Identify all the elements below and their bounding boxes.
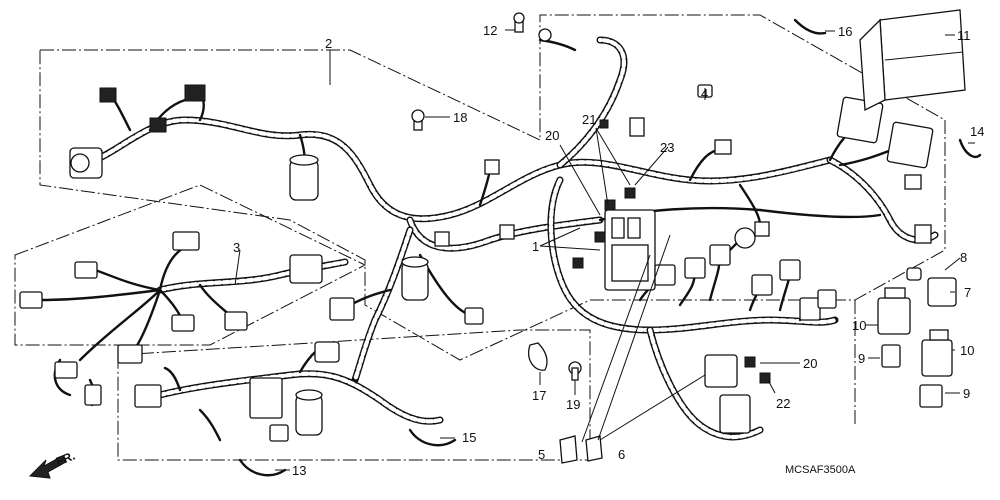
callout-12: 12 <box>483 23 497 38</box>
callout-10a: 10 <box>852 318 866 333</box>
callout-9b: 9 <box>963 386 970 401</box>
diagram-code: MCSAF3500A <box>785 464 856 476</box>
callout-6: 6 <box>618 447 625 462</box>
callout-2: 2 <box>325 36 332 51</box>
callout-18: 18 <box>453 110 467 125</box>
callout-20b: 20 <box>803 356 817 371</box>
sub-wire-harness-bottom <box>134 341 444 442</box>
callout-13: 13 <box>292 463 306 478</box>
callout-14: 14 <box>970 124 984 139</box>
callout-4: 4 <box>701 86 708 101</box>
callout-7: 7 <box>964 285 971 300</box>
callout-23: 23 <box>660 140 674 155</box>
fuse-box-harness <box>547 176 839 441</box>
callout-15: 15 <box>462 430 476 445</box>
callout-17: 17 <box>532 388 546 403</box>
callout-8: 8 <box>960 250 967 265</box>
callout-21: 21 <box>582 112 596 127</box>
callout-10b: 10 <box>960 343 974 358</box>
frame-harness-3 <box>14 184 367 346</box>
front-direction-arrow: FR. <box>28 449 77 479</box>
main-wire-harness-upper <box>69 28 939 252</box>
callout-16: 16 <box>838 24 852 39</box>
callout-11: 11 <box>957 28 971 43</box>
callout-9a: 9 <box>858 351 865 366</box>
callout-19: 19 <box>566 397 580 412</box>
callout-1: 1 <box>532 239 539 254</box>
sub-wire-harness-left <box>19 231 349 407</box>
ecu-unit <box>859 9 966 112</box>
callout-3: 3 <box>233 240 240 255</box>
callout-5: 5 <box>538 447 545 462</box>
callout-20a: 20 <box>545 128 559 143</box>
front-direction-label: FR. <box>54 449 77 469</box>
leader-lines <box>234 29 975 471</box>
clamps-and-bolts <box>238 12 982 477</box>
frame-subharness-bottom <box>117 329 591 461</box>
relays <box>877 267 957 408</box>
centre-branch <box>329 226 484 384</box>
callout-labels: 1 2 3 4 5 6 7 8 9 9 10 10 11 12 13 14 15… <box>233 23 984 478</box>
callout-22: 22 <box>776 396 790 411</box>
